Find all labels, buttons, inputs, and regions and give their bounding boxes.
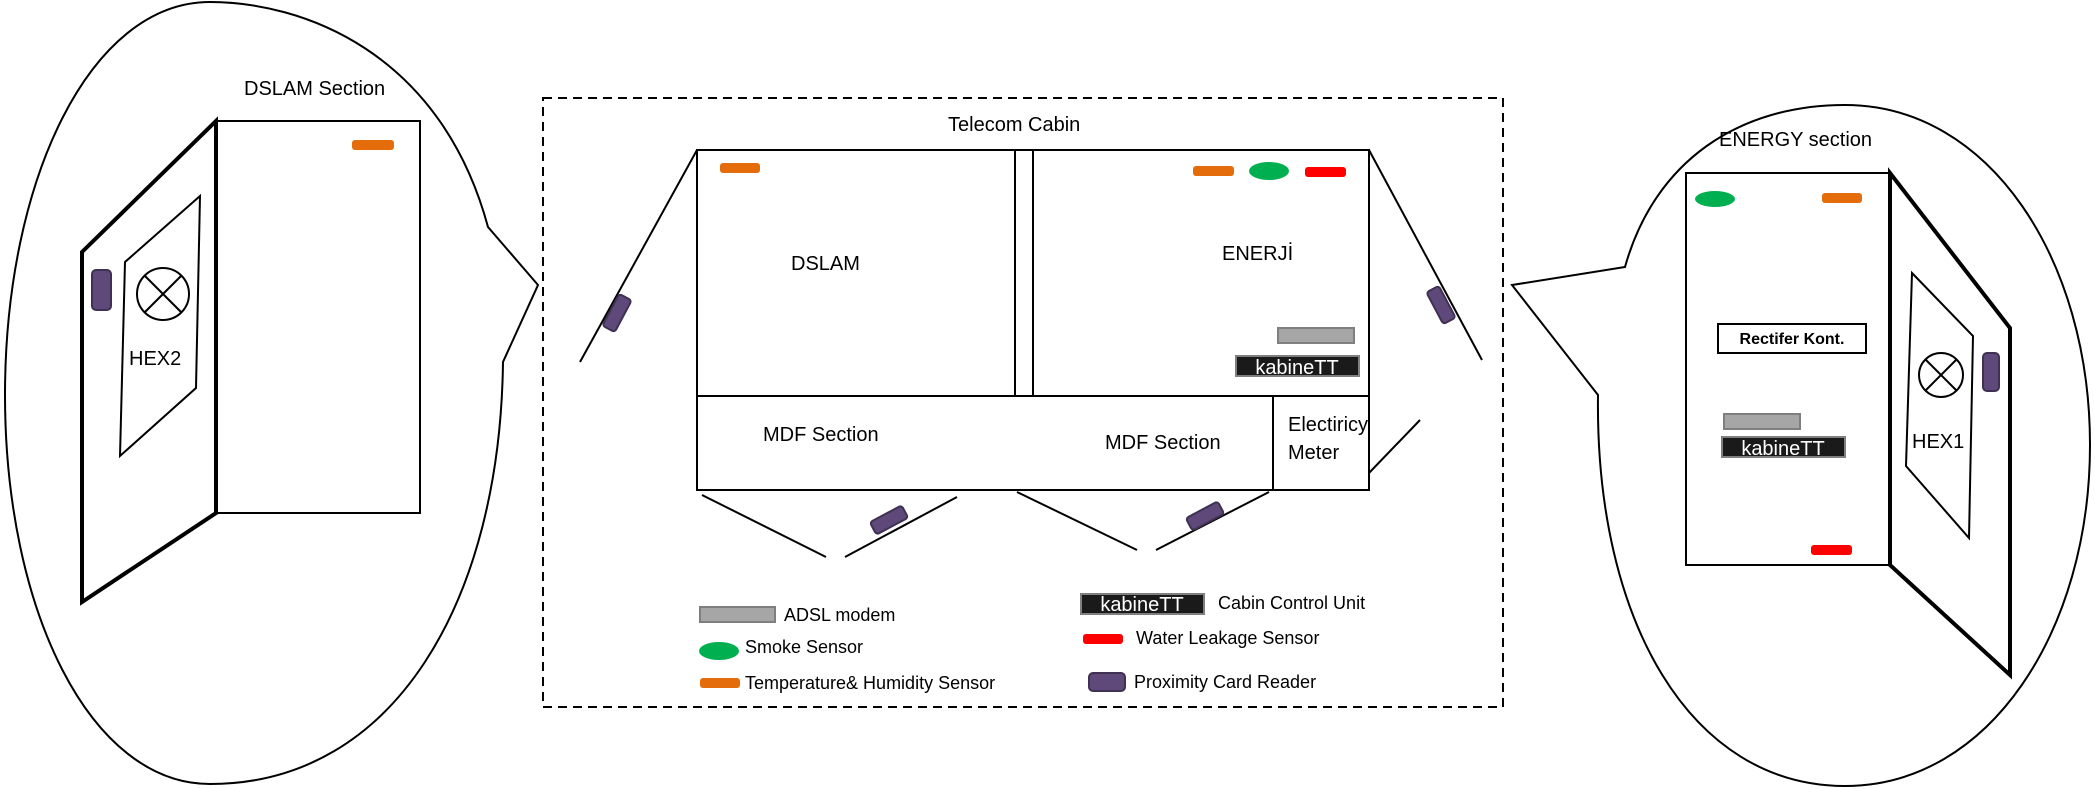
cabin-mdf-left-label: MDF Section: [763, 424, 879, 446]
legend-adsl-modem-label: ADSL modem: [784, 605, 895, 625]
cabin-control-unit: [1235, 355, 1360, 377]
cabin-dslam-label: DSLAM: [791, 253, 860, 275]
dslam-section-callout: DSLAM Section HEX2: [3, 0, 540, 786]
telecom-cabin-frame: Telecom Cabin kabineTT DSLAM: [542, 97, 1504, 708]
legend-smoke-sensor-swatch: [699, 642, 739, 660]
legend-proximity-reader-swatch: [1088, 672, 1126, 692]
energy-temperature-sensor: [1822, 193, 1862, 203]
hex1-label: HEX1: [1912, 431, 1964, 453]
legend: ADSL modem Smoke Sensor Temperature& Hum…: [699, 593, 1365, 693]
legend-adsl-modem-swatch: [699, 606, 776, 623]
cabin-meter-label-line2: Meter: [1288, 442, 1339, 464]
cabin-water-leakage-sensor: [1305, 167, 1346, 177]
cabin-bottom-door-right: [1016, 491, 1138, 551]
cabin-adsl-modem: [1277, 327, 1355, 344]
dslam-temperature-sensor: [352, 140, 394, 150]
cabin-mdf-compartment: [696, 395, 1274, 491]
energy-water-leakage-sensor: [1811, 545, 1852, 555]
legend-temperature-sensor-label: Temperature& Humidity Sensor: [745, 673, 995, 693]
cabin-left-door-card-reader: [602, 293, 632, 333]
cabin-right-door: [1368, 149, 1483, 361]
energy-control-unit: [1721, 436, 1846, 458]
dslam-section-title: DSLAM Section: [244, 78, 385, 100]
cabin-meter-compartment: [1273, 395, 1370, 491]
cabin-bottom-left-card-reader: [869, 505, 909, 535]
legend-control-unit-swatch: [1080, 593, 1205, 615]
cabin-meter-door: [1368, 419, 1421, 474]
legend-cabin-control-unit-label: Cabin Control Unit: [1218, 593, 1365, 613]
energy-proximity-card-reader: [1982, 352, 2000, 392]
dslam-proximity-card-reader: [91, 269, 112, 311]
hex2-label: HEX2: [129, 348, 181, 370]
cabin-control-unit-text: kabineTT: [1255, 357, 1338, 379]
energy-section-title: ENERGY section: [1719, 129, 1872, 151]
energy-control-unit-text: kabineTT: [1741, 438, 1824, 460]
energy-adsl-modem: [1723, 413, 1801, 430]
cabin-bottom-door-left-2: [844, 496, 958, 558]
cabin-mdf-right-label: MDF Section: [1105, 432, 1221, 454]
cabin-dashed-border: [542, 97, 1504, 708]
energy-rectifier-controller: [1717, 323, 1867, 354]
cabin-bottom-right-card-reader: [1185, 501, 1225, 531]
legend-water-leakage-swatch: [1083, 634, 1123, 644]
legend-control-unit-swatch-text: kabineTT: [1100, 594, 1183, 616]
legend-proximity-reader-label: Proximity Card Reader: [1134, 672, 1316, 692]
cabin-smoke-sensor: [1249, 162, 1289, 180]
cabin-dslam-temperature-sensor: [720, 163, 760, 173]
hex2-heat-exchanger-panel: [118, 193, 202, 459]
energy-rectifier-label: Rectifer Kont.: [1740, 331, 1845, 348]
cabin-bottom-door-left: [701, 494, 827, 558]
energy-smoke-sensor: [1695, 191, 1735, 207]
energy-cabinet-body: [1685, 172, 1891, 566]
cabin-left-door: [579, 149, 698, 363]
cabin-title: Telecom Cabin: [948, 114, 1080, 136]
dslam-cabinet-body: [215, 120, 421, 514]
legend-smoke-sensor-label: Smoke Sensor: [745, 637, 863, 657]
cabin-right-door-card-reader: [1426, 285, 1456, 325]
cabin-energy-label: ENERJİ: [1222, 242, 1293, 265]
legend-temperature-sensor-swatch: [700, 678, 740, 688]
hex1-heat-exchanger-panel: [1904, 270, 1975, 541]
hex2-fan-icon: [136, 267, 190, 321]
hex1-fan-icon: [1918, 352, 1964, 398]
energy-section-callout: ENERGY section Rectifer Kont. kabineTT H…: [1510, 103, 2092, 788]
legend-water-leakage-label: Water Leakage Sensor: [1136, 628, 1319, 648]
cabin-energy-temperature-sensor: [1193, 166, 1234, 176]
cabin-meter-label-line1: Electiricy: [1288, 414, 1368, 436]
